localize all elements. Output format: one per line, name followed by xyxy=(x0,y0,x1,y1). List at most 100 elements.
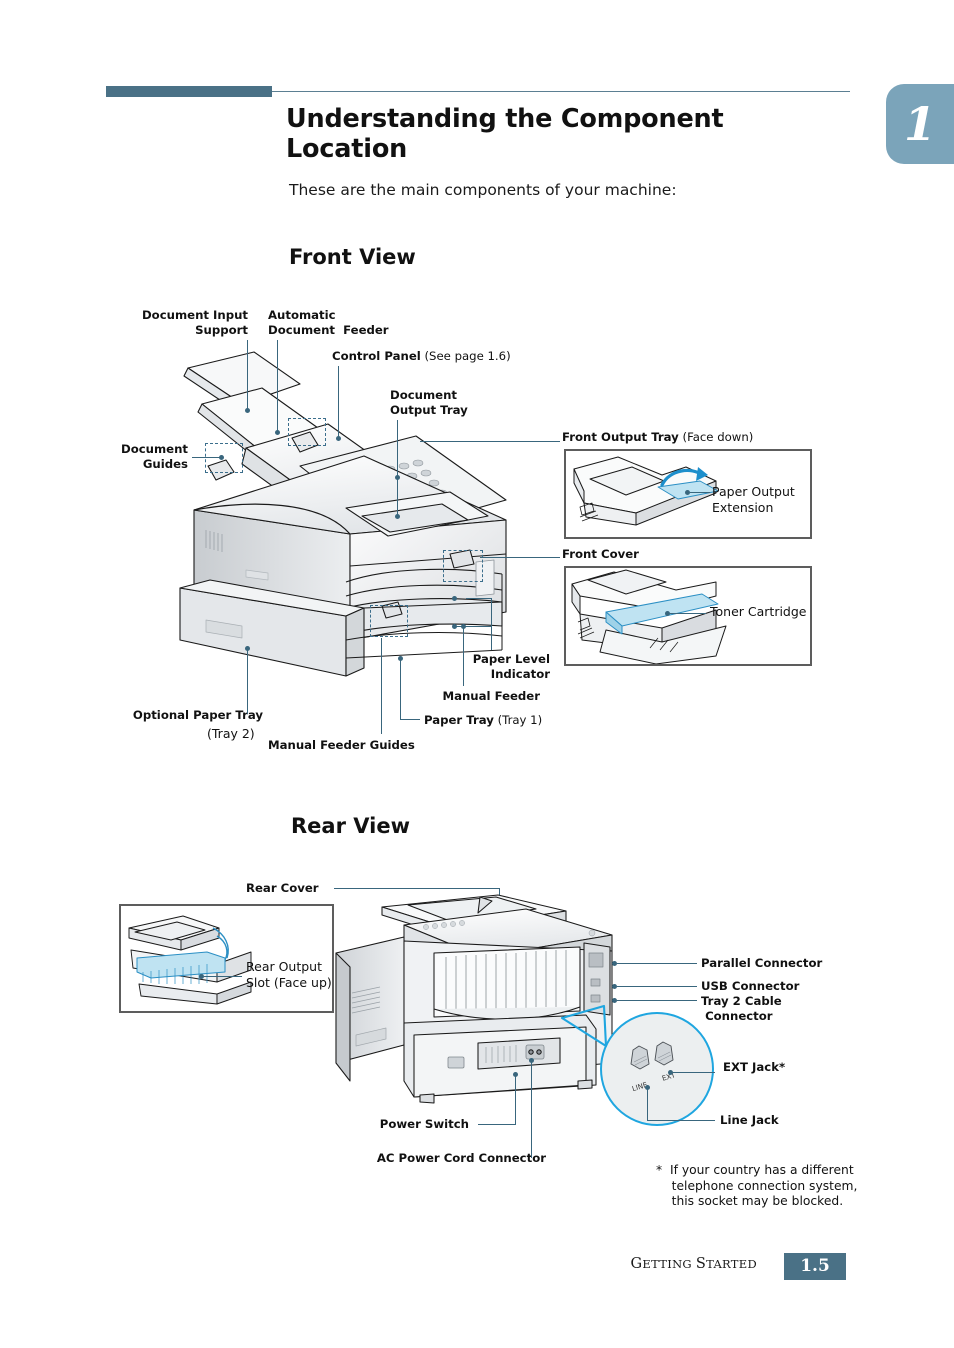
leader-paper-level-indicator-b xyxy=(456,626,492,628)
label-parallel-connector: Parallel Connector xyxy=(701,956,823,970)
label-manual-feeder: Manual Feeder xyxy=(442,689,540,703)
label-paper-tray: Paper Tray (Tray 1) xyxy=(424,713,542,728)
leader-dot-paper-output-extension xyxy=(685,490,690,495)
leader-toner-cartridge xyxy=(670,613,706,615)
label-ext-jack: EXT Jack* xyxy=(723,1060,786,1074)
leader-ext-jack xyxy=(673,1072,715,1074)
label-document-guides: Document Guides xyxy=(121,442,188,471)
label-paper-output-extension: Paper Output Extension xyxy=(712,484,795,515)
leader-front-output-tray xyxy=(420,441,560,443)
leader-line-jack-v xyxy=(647,1085,649,1121)
label-paper-level-indicator: Paper Level Indicator xyxy=(472,652,550,681)
inset-front-cover xyxy=(564,566,812,666)
leader-dot-manual-feeder xyxy=(461,624,466,629)
label-power-switch: Power Switch xyxy=(379,1117,469,1131)
label-manual-feeder-guides: Manual Feeder Guides xyxy=(268,738,415,752)
leader-power-switch-h xyxy=(478,1124,516,1126)
leader-dot-rear-output-slot xyxy=(199,974,204,979)
label-automatic-document-feeder: Automatic Document Feeder xyxy=(268,308,389,337)
inset-front-cover-art xyxy=(571,569,727,664)
inset-rear-output-slot xyxy=(119,904,334,1013)
leader-document-input-support xyxy=(247,340,249,411)
highlight-box-front-cover-latch xyxy=(443,550,483,582)
leader-manual-feeder xyxy=(463,628,465,686)
label-paper-tray-text: Paper Tray xyxy=(424,713,494,727)
leader-tray2-cable-connector xyxy=(617,1000,697,1002)
leader-front-cover xyxy=(480,557,560,559)
label-tray2-cable-connector: Tray 2 Cable Connector xyxy=(701,994,782,1023)
leader-power-switch-v xyxy=(515,1076,517,1124)
front-view-illustration xyxy=(179,351,507,677)
leader-rear-output-slot xyxy=(204,976,242,978)
leader-automatic-document-feeder xyxy=(277,340,279,433)
leader-dot-document-guides xyxy=(219,455,224,460)
footnote-ext-jack: * If your country has a different teleph… xyxy=(656,1163,858,1209)
header-rule xyxy=(272,91,850,92)
label-front-output-tray-text: Front Output Tray xyxy=(562,430,679,444)
footer-book-title: GETTING STARTED xyxy=(630,1256,757,1272)
leader-dot-control-panel xyxy=(336,436,341,441)
section-heading-front-view: Front View xyxy=(289,245,416,269)
label-line-jack: Line Jack xyxy=(720,1113,779,1127)
leader-dot-document-output-tray-b xyxy=(395,514,400,519)
label-paper-tray-note: (Tray 1) xyxy=(493,713,543,727)
leader-dot-automatic-document-feeder xyxy=(275,430,280,435)
section-heading-rear-view: Rear View xyxy=(291,814,410,838)
jack-magnifier-circle xyxy=(600,1012,714,1126)
highlight-box-manual-feeder-guide xyxy=(370,605,408,637)
label-front-cover: Front Cover xyxy=(562,547,639,561)
footer-title-s: S xyxy=(695,1256,707,1272)
jack-magnifier-pointer xyxy=(560,1004,608,1048)
label-ac-power-cord-connector: AC Power Cord Connector xyxy=(376,1151,546,1165)
leader-paper-tray-v xyxy=(400,660,402,720)
footer-title-etting: ETTING xyxy=(642,1257,696,1271)
leader-document-guides xyxy=(192,457,222,459)
leader-dot-parallel-connector xyxy=(612,961,617,966)
label-rear-output-slot: Rear Output Slot (Face up) xyxy=(246,959,332,990)
leader-dot-paper-tray xyxy=(398,656,403,661)
inset-rear-output-slot-art xyxy=(128,915,252,1005)
leader-dot-usb-connector xyxy=(612,984,617,989)
leader-document-output-tray-a xyxy=(397,420,399,517)
label-control-panel: Control Panel (See page 1.6) xyxy=(332,349,511,364)
leader-dot-tray2-cable-connector xyxy=(612,998,617,1003)
leader-dot-paper-level-indicator-a xyxy=(452,596,457,601)
leader-line-jack-h xyxy=(647,1120,715,1122)
leader-manual-feeder-guides xyxy=(381,638,383,734)
leader-paper-output-extension xyxy=(690,492,710,494)
label-control-panel-text: Control Panel xyxy=(332,349,421,363)
leader-rear-cover-h xyxy=(334,888,500,890)
highlight-box-adf-guides xyxy=(288,418,326,446)
label-toner-cartridge: Toner Cartridge xyxy=(710,604,807,619)
leader-dot-ac-power-cord-connector xyxy=(529,1058,534,1063)
leader-paper-level-indicator-v xyxy=(491,598,493,650)
leader-dot-document-output-tray-a xyxy=(395,475,400,480)
label-front-output-tray-note: (Face down) xyxy=(678,430,754,444)
footer-page-number: 1.5 xyxy=(784,1253,846,1280)
label-usb-connector: USB Connector xyxy=(701,979,800,993)
intro-text: These are the main components of your ma… xyxy=(289,181,677,199)
leader-dot-toner-cartridge xyxy=(665,611,670,616)
leader-usb-connector xyxy=(617,986,697,988)
rear-view-illustration xyxy=(335,894,613,1104)
label-front-output-tray: Front Output Tray (Face down) xyxy=(562,430,753,445)
leader-dot-optional-paper-tray xyxy=(245,646,250,651)
leader-optional-paper-tray xyxy=(247,650,249,714)
leader-control-panel xyxy=(338,366,340,439)
label-optional-paper-tray-note: (Tray 2) xyxy=(207,726,255,741)
leader-dot-document-input-support xyxy=(245,408,250,413)
footer-title-g: G xyxy=(630,1256,643,1272)
label-optional-paper-tray: Optional Paper Tray xyxy=(132,708,263,722)
label-rear-cover: Rear Cover xyxy=(246,881,319,895)
leader-paper-tray xyxy=(400,719,420,721)
leader-dot-paper-level-indicator-b xyxy=(452,624,457,629)
leader-dot-power-switch xyxy=(513,1072,518,1077)
leader-paper-level-indicator xyxy=(466,598,492,600)
label-control-panel-note: (See page 1.6) xyxy=(420,349,511,363)
header-accent-bar xyxy=(106,86,272,97)
leader-parallel-connector xyxy=(617,963,697,965)
label-document-input-support: Document Input Support xyxy=(141,308,248,337)
leader-ac-power-cord-connector xyxy=(531,1062,533,1158)
footer-title-tarted: TARTED xyxy=(706,1257,757,1271)
